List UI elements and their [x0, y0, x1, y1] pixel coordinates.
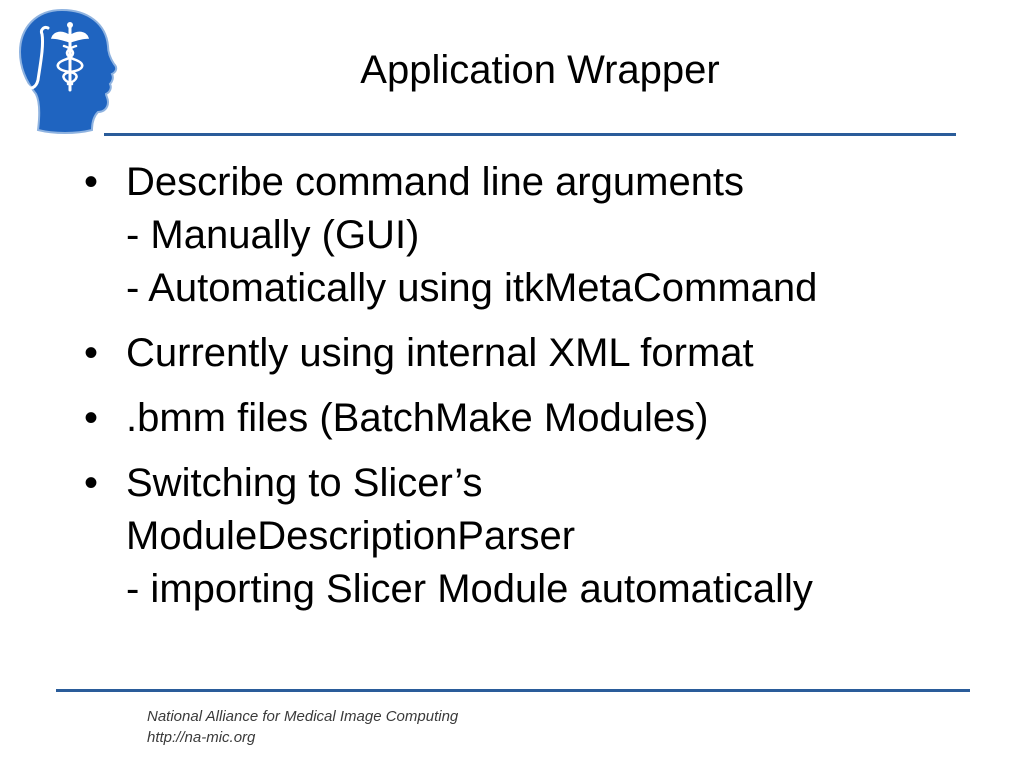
bullet-marker: • — [84, 331, 99, 375]
footer-organization: National Alliance for Medical Image Comp… — [147, 708, 459, 725]
namic-head-logo-icon — [14, 6, 120, 138]
bullet-marker: • — [84, 461, 99, 505]
footer-divider — [56, 689, 970, 692]
bullet-text: Describe command line arguments — [126, 160, 745, 204]
bullet-item: • Describe command line arguments - Manu… — [84, 156, 984, 315]
bullet-item: • Switching to Slicer’s ModuleDescriptio… — [84, 457, 984, 616]
bullet-item: • Currently using internal XML format — [84, 327, 984, 380]
bullet-item: • .bmm files (BatchMake Modules) — [84, 392, 984, 445]
caduceus-snakes-2 — [62, 44, 84, 86]
bullet-subline: - importing Slicer Module automatically — [126, 567, 813, 611]
footer: National Alliance for Medical Image Comp… — [147, 706, 458, 748]
bullet-subline: - Manually (GUI) — [126, 213, 420, 257]
bullet-text: Switching to Slicer’s — [126, 461, 483, 505]
bullet-text: Currently using internal XML format — [126, 331, 754, 375]
bullet-text: ModuleDescriptionParser — [126, 514, 576, 558]
footer-url: http://na-mic.org — [147, 729, 256, 746]
bullet-text: .bmm files (BatchMake Modules) — [126, 396, 709, 440]
integral-sign — [26, 26, 50, 90]
caduceus-wings — [50, 31, 90, 43]
slide-title: Application Wrapper — [360, 48, 720, 92]
bullet-list: • Describe command line arguments - Manu… — [84, 156, 984, 628]
bullet-subline: - Automatically using itkMetaCommand — [126, 266, 818, 310]
bullet-marker: • — [84, 160, 99, 204]
title-divider — [104, 133, 956, 136]
caduceus-top — [67, 22, 73, 28]
bullet-marker: • — [84, 396, 99, 440]
caduceus-snakes — [56, 44, 78, 86]
namic-logo-svg — [18, 8, 118, 134]
